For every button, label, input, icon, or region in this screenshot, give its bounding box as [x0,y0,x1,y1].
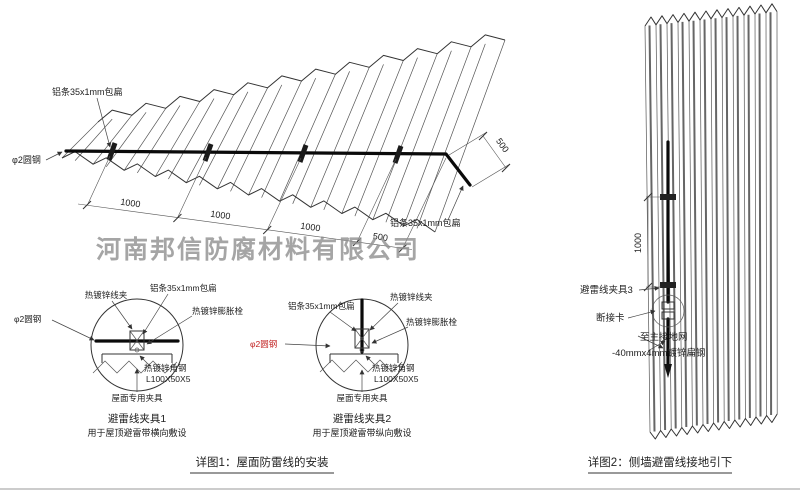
detail-1-roof-profile [92,360,178,374]
label-d2-angle-steel: 热镀锌角钢 [372,363,415,373]
label-d2-roof-clamp: 屋面专用夹具 [336,393,388,403]
label-d1-roof-clamp: 屋面专用夹具 [111,393,163,403]
dimension-extension-lines [87,155,447,249]
leader-round-steel-roof [45,151,63,161]
detail-1-clamp-cross [129,330,145,351]
label-d2-al-strip: 铝条35x1mm包扁 [288,301,355,311]
disconnect-plate-upper [661,301,675,310]
company-watermark: 河南邦信防腐材料有限公司 [96,235,420,264]
leader-d2-expansion-bolt [371,326,409,344]
down-conductor-arrow [664,364,672,378]
label-flat-steel: -40mmx4mm镀锌扁钢 [612,347,705,359]
leader-clamp3 [638,286,660,291]
side-wall-view: 1000 避雷线夹具3 断接卡 至主接地网 -40mmx4mm镀锌扁钢 [580,3,778,440]
dim-label-1000-c: 1000 [300,221,321,234]
leader-d2-al-strip [329,311,357,332]
label-d1-angle-spec: L100X50X5 [146,374,191,384]
label-al-strip-right: 铝条35x1mm包扁 [390,217,461,228]
detail-2-angle-steel [329,353,399,363]
wall-dim-label-1000: 1000 [633,233,643,253]
label-d2-hot-dip-clamp: 热镀锌线夹 [390,292,433,302]
wall-bottom-corrugated-edge [649,413,778,440]
leader-d2-round-steel [284,343,331,349]
label-d1-expansion-bolt: 热镀锌膨胀栓 [192,306,244,316]
leader-al-strip-top [96,97,112,148]
label-clamp3: 避雷线夹具3 [580,284,633,296]
leader-to-ground [637,335,664,349]
leader-d1-round-steel [51,319,95,341]
label-d1-hot-dip-clamp: 热镀锌线夹 [85,290,128,300]
label-d2-round-steel: φ2圆钢 [250,339,277,349]
dim-label-500-b: 500 [494,136,511,154]
detail-2-subtitle: 用于屋顶避雷带纵向敷设 [312,427,411,438]
roof-bottom-corrugated-edge [61,151,436,233]
leader-flat-steel [647,340,666,352]
leader-d1-hot-dip-clamp [111,300,133,330]
leader-disconnect [627,309,656,319]
wall-top-corrugated-edge [644,3,778,27]
lightning-wire [64,149,472,187]
caption-fig1: 详图1：屋面防雷线的安装 [196,455,329,469]
dimension-line-bottom [77,203,413,250]
detail-circle-2: 铝条35x1mm包扁 热镀锌线夹 热镀锌膨胀栓 φ2圆钢 热镀锌角钢 L100X… [250,292,458,438]
roof-isometric-view: 1000 1000 1000 500 500 铝条35x1mm包扁 铝条35x1… [12,34,511,253]
leader-al-strip-right [447,185,464,221]
dimension-ticks-right [478,131,511,173]
roof-top-corrugated-edge [97,34,506,123]
wire-clamp-marks [106,142,404,164]
dimension-extension-right [448,131,511,188]
dim-label-500-a: 500 [372,231,388,243]
leader-d1-expansion-bolt [146,315,193,345]
detail-circle-1: 热镀锌线夹 铝条35x1mm包扁 热镀锌膨胀栓 φ2圆钢 热镀锌角钢 L100X… [14,283,244,438]
figure-captions: 详图1：屋面防雷线的安装 详图2：侧墙避雷线接地引下 [190,455,732,474]
leader-d1-angle-steel [139,355,151,367]
label-d1-al-strip: 铝条35x1mm包扁 [150,283,217,293]
detail-1-title: 避雷线夹具1 [108,412,166,425]
dimension-line-right [482,135,507,169]
label-round-steel-roof: φ2圆钢 [12,154,41,165]
label-d2-angle-spec: L100X50X5 [374,374,419,384]
leader-d2-hot-dip-clamp [369,302,399,331]
dim-label-1000-a: 1000 [120,197,141,210]
detail-1-clamp [129,330,145,351]
wall-corrugation-shading [648,12,773,432]
dimension-ticks-bottom [82,200,407,253]
detail-2-roof-profile [319,359,403,373]
label-to-ground: 至主接地网 [640,331,688,343]
wall-clamp-upper [660,194,676,200]
label-disconnect: 断接卡 [596,312,625,324]
wall-clamp-lower [660,282,676,288]
caption-fig2: 详图2：侧墙避雷线接地引下 [588,455,732,469]
label-al-strip-top: 铝条35x1mm包扁 [52,86,123,97]
label-d1-round-steel: φ2圆钢 [14,314,41,324]
label-d1-angle-steel: 热镀锌角钢 [144,363,187,373]
detail-2-bolt [359,347,365,353]
detail-2-title: 避雷线夹具2 [333,412,391,425]
dim-label-1000-b: 1000 [210,209,231,222]
label-d2-expansion-bolt: 热镀锌膨胀栓 [406,317,458,327]
leader-d1-al-strip [142,293,169,335]
detail-1-angle-steel [101,353,173,363]
detail-2-clamp-cross [354,328,370,349]
leader-d2-angle-steel [365,355,375,365]
roof-corrugation-ridges [61,39,506,233]
detail-1-bolt [134,347,140,353]
disconnect-plate-lower [661,311,675,320]
detail-1-subtitle: 用于屋顶避雷带横向敷设 [87,427,186,438]
